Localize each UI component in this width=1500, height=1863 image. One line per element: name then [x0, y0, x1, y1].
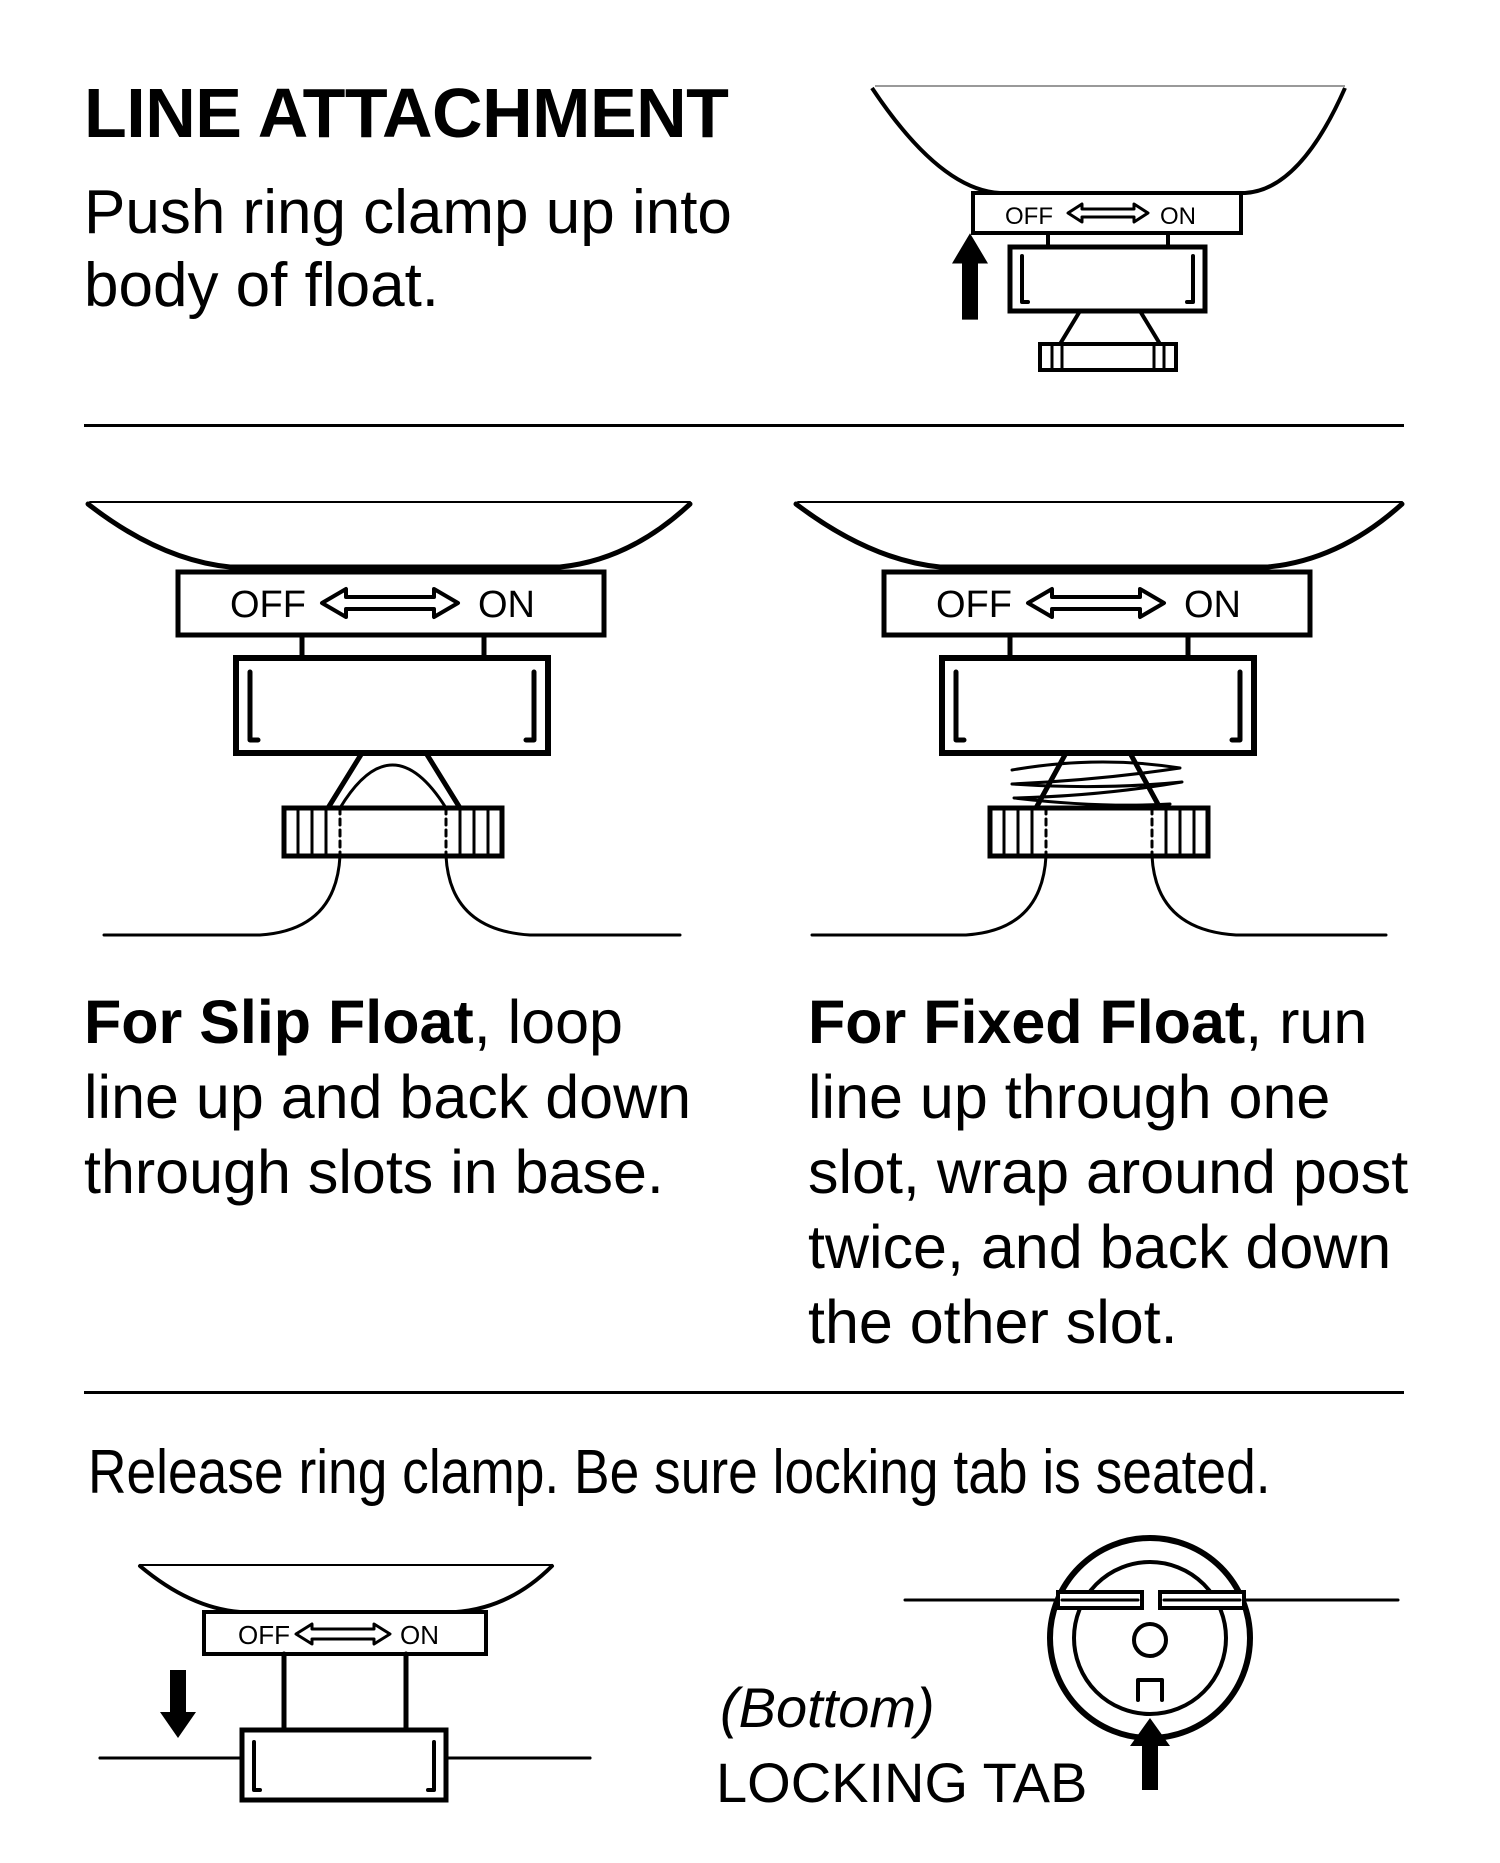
release-instruction: Release ring clamp. Be sure locking tab …	[88, 1438, 1271, 1507]
divider-bottom	[84, 1391, 1404, 1394]
arrow-down-icon	[160, 1670, 196, 1738]
double-arrow-icon	[1066, 202, 1150, 224]
fixed-float-caption: For Fixed Float, run line up through one…	[808, 985, 1428, 1360]
fixed-float-heading: For Fixed Float	[808, 988, 1246, 1056]
slip-clamp-off-label: OFF	[230, 584, 306, 626]
arrow-up-icon	[952, 233, 988, 320]
slip-float-text: , loop line up and back down through slo…	[84, 988, 692, 1206]
page-title: LINE ATTACHMENT	[84, 74, 729, 152]
push-clamp-instruction: Push ring clamp up into body of float.	[84, 178, 732, 320]
arrow-up-icon	[1130, 1718, 1170, 1790]
release-clamp-on-label: ON	[400, 1620, 439, 1650]
fixed-clamp-on-label: ON	[1184, 584, 1241, 626]
fixed-clamp-off-label: OFF	[936, 584, 1012, 626]
divider-top	[84, 424, 1404, 427]
double-arrow-icon	[1026, 587, 1166, 619]
slip-clamp-on-label: ON	[478, 584, 535, 626]
double-arrow-icon	[294, 1622, 392, 1646]
slip-float-caption: For Slip Float, loop line up and back do…	[84, 985, 694, 1210]
fixed-float-text: , run line up through one slot, wrap aro…	[808, 988, 1409, 1356]
bottom-view-label: (Bottom)	[720, 1676, 935, 1739]
clamp-on-label: ON	[1160, 203, 1196, 230]
locking-tab-label: LOCKING TAB	[716, 1751, 1088, 1814]
double-arrow-icon	[320, 587, 460, 619]
slip-float-heading: For Slip Float	[84, 988, 474, 1056]
release-clamp-off-label: OFF	[238, 1620, 290, 1650]
clamp-off-label: OFF	[1005, 203, 1053, 230]
